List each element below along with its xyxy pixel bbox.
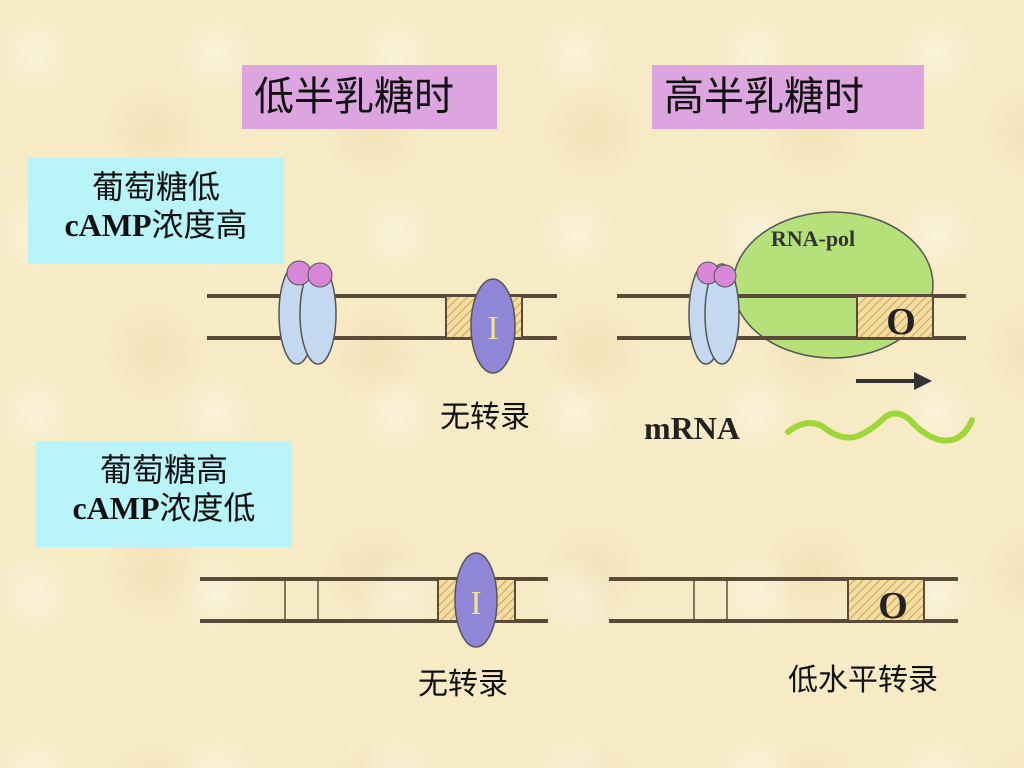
panel-top-right: RNA-pol O [617, 211, 975, 444]
header-low-lactose: 低半乳糖时 [242, 65, 497, 129]
operator-label: O [886, 301, 916, 343]
camp-label: cAMP [64, 207, 152, 243]
condition-high-glucose-line2: cAMP浓度低 [36, 489, 292, 527]
repressor-label: I [487, 310, 498, 347]
condition-high-glucose: 葡萄糖高 cAMP浓度低 [36, 441, 292, 547]
operator-region [847, 578, 925, 622]
operator-label: O [878, 585, 908, 627]
no-transcription-label-top: 无转录 [440, 400, 530, 435]
condition-high-glucose-line1: 葡萄糖高 [99, 451, 228, 489]
condition-low-glucose-line2: cAMP浓度高 [28, 206, 284, 244]
camp-level-low: 浓度低 [159, 489, 256, 527]
operator-region [856, 295, 934, 339]
repressor-protein [454, 552, 498, 648]
camp-molecule [307, 262, 333, 288]
panel-bottom-right: O [609, 577, 958, 627]
condition-low-glucose-line1: 葡萄糖低 [91, 168, 220, 206]
no-transcription-label-bottom: 无转录 [418, 667, 508, 702]
camp-label: cAMP [72, 490, 160, 526]
mrna-label: mRNA [644, 410, 740, 446]
repressor-label: I [470, 585, 481, 622]
header-low-lactose-text: 低半乳糖时 [254, 74, 454, 120]
cap-protein [704, 263, 740, 365]
panel-bottom-left: I [200, 552, 548, 648]
condition-low-glucose: 葡萄糖低 cAMP浓度高 [28, 158, 284, 264]
camp-molecule [713, 264, 737, 288]
low-level-transcription-label: 低水平转录 [788, 663, 938, 698]
camp-level-high: 浓度高 [151, 206, 248, 244]
header-high-lactose: 高半乳糖时 [652, 65, 924, 129]
rna-polymerase-label: RNA-pol [771, 226, 855, 251]
camp-molecule [286, 260, 312, 286]
repressor-protein [470, 278, 516, 374]
header-high-lactose-text: 高半乳糖时 [664, 74, 864, 120]
mrna-strand [785, 410, 975, 444]
panel-top-left: I [207, 260, 557, 374]
transcription-arrow-icon [856, 372, 932, 390]
